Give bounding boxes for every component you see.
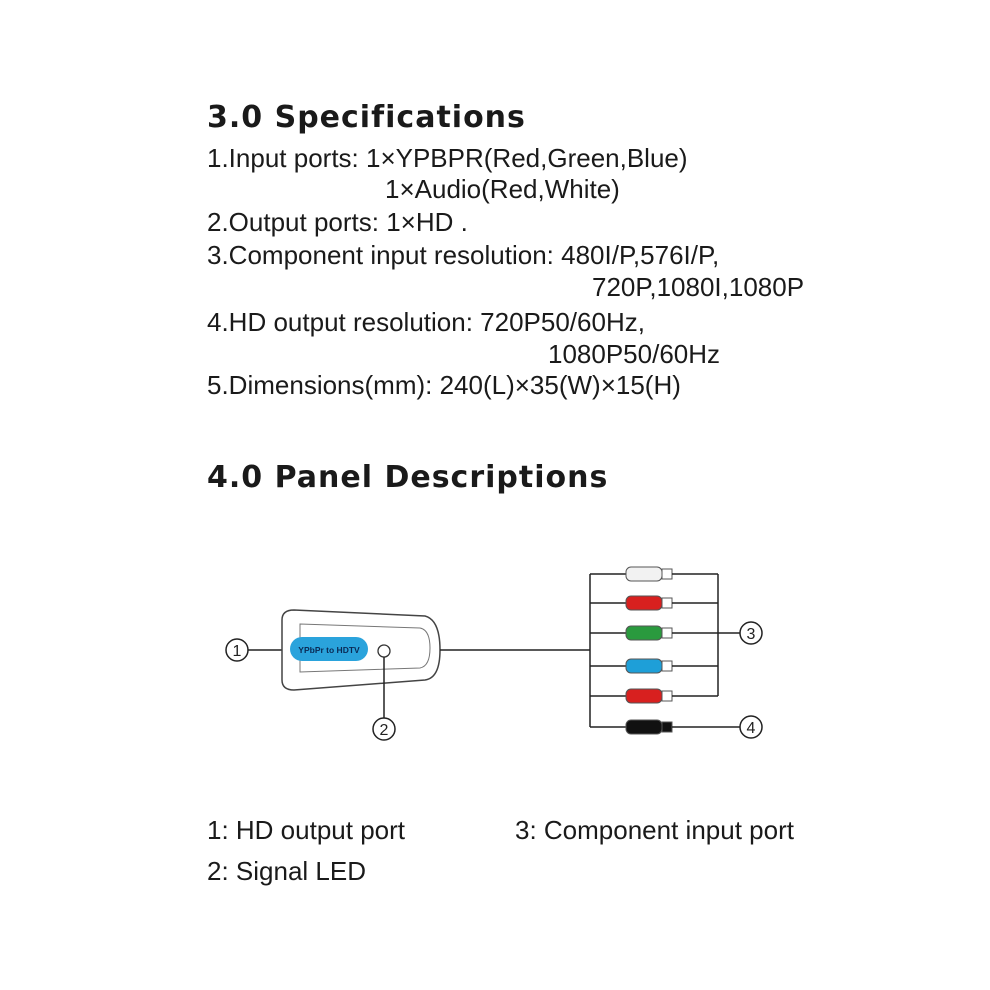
connector-red-audio-plug [590,688,673,704]
connectors [590,566,673,735]
spec-line-output-ports: 2.Output ports: 1×HD . [207,207,468,237]
spec-line-component-resolution-cont: 720P,1080I,1080P [592,272,805,302]
callout-2: 2 [372,657,396,741]
callout-3-number: 3 [747,626,756,643]
connector-black-plug [590,719,673,735]
legend-item-2: 2: Signal LED [207,856,366,886]
callout-4: 4 [672,715,763,739]
device-label-text: YPbPr to HDTV [298,645,360,655]
connector-blue-plug [590,658,673,674]
panel-descriptions-heading: 4.0 Panel Descriptions [207,460,609,495]
callout-1-number: 1 [233,643,242,660]
spec-line-input-ports: 1.Input ports: 1×YPBPR(Red,Green,Blue) [207,143,688,173]
connector-green-plug [590,625,673,641]
connector-white-plug [590,566,673,582]
device-label-badge [290,637,368,661]
callout-2-number: 2 [380,722,389,739]
signal-led-icon [377,644,391,658]
spec-line-hd-output-resolution-cont: 1080P50/60Hz [548,339,721,369]
spec-line-dimensions: 5.Dimensions(mm): 240(L)×35(W)×15(H) [207,370,681,400]
legend-item-3: 3: Component input port [515,815,794,845]
converter-device: YPbPr to HDTV [281,609,441,691]
connector-red-plug [590,595,673,611]
callout-3: 3 [672,573,763,697]
spec-line-input-audio: 1×Audio(Red,White) [385,174,620,204]
legend-item-1: 1: HD output port [207,815,405,845]
callout-4-number: 4 [747,720,756,737]
callout-1: 1 [225,638,284,662]
specifications-heading: 3.0 Specifications [207,100,526,135]
spec-line-component-resolution: 3.Component input resolution: 480I/P,576… [207,240,720,270]
spec-line-hd-output-resolution: 4.HD output resolution: 720P50/60Hz, [207,307,645,337]
